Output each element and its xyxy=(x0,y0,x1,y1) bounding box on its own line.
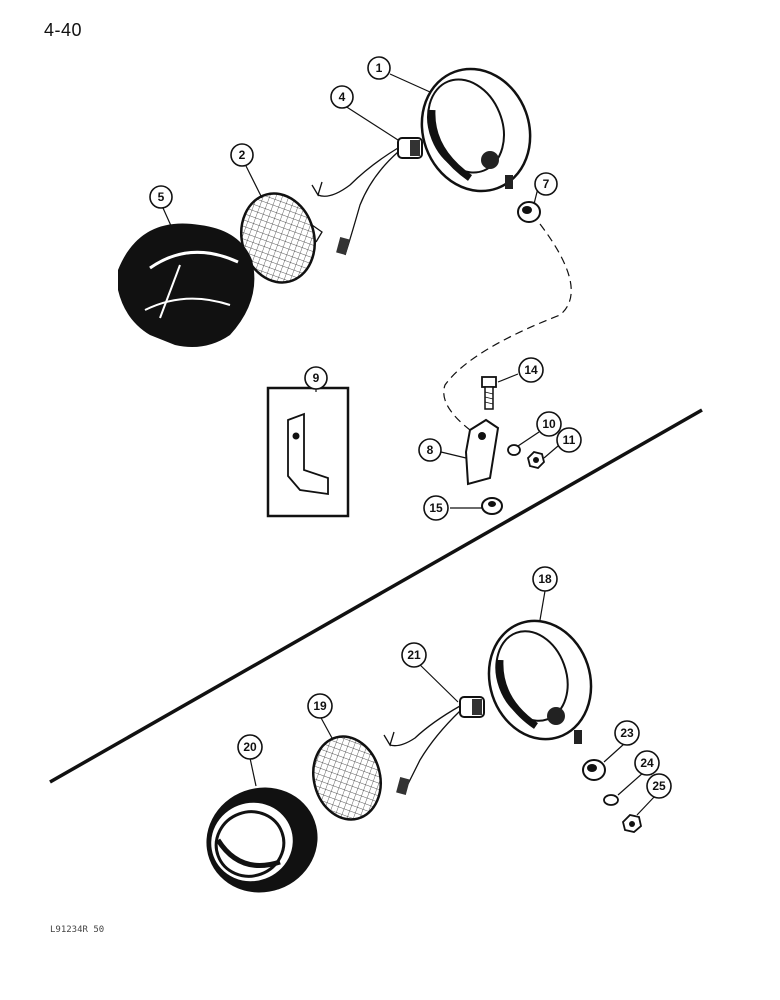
socket-wire-upper xyxy=(311,137,423,256)
callout-11: 11 xyxy=(556,427,582,453)
callout-25: 25 xyxy=(646,773,672,799)
bezel-upper xyxy=(118,223,255,348)
spacer-upper xyxy=(517,201,541,223)
callout-9: 9 xyxy=(304,366,328,390)
lens-lower xyxy=(312,735,382,821)
lockwasher-lower xyxy=(603,794,619,806)
svg-text:5: 5 xyxy=(158,190,165,204)
svg-text:25: 25 xyxy=(652,779,666,793)
dashed-leader xyxy=(443,223,572,431)
bolt xyxy=(481,376,497,410)
lamp-housing-upper xyxy=(420,67,532,193)
svg-text:19: 19 xyxy=(313,699,327,713)
svg-text:20: 20 xyxy=(243,740,257,754)
callout-4: 4 xyxy=(330,85,354,109)
svg-text:8: 8 xyxy=(427,443,434,457)
svg-text:21: 21 xyxy=(407,648,421,662)
svg-text:18: 18 xyxy=(538,572,552,586)
callout-15: 15 xyxy=(423,495,449,521)
callout-8: 8 xyxy=(418,438,442,462)
svg-text:4: 4 xyxy=(339,90,346,104)
figure-code: L91234R 50 xyxy=(50,925,105,935)
leader-lines xyxy=(162,73,656,816)
svg-text:1: 1 xyxy=(376,61,383,75)
callout-21: 21 xyxy=(401,642,427,668)
nut-lower xyxy=(622,814,642,833)
page-number: 4-40 xyxy=(44,20,83,40)
svg-text:2: 2 xyxy=(239,148,246,162)
callout-18: 18 xyxy=(532,566,558,592)
svg-text:10: 10 xyxy=(542,417,556,431)
callout-24: 24 xyxy=(634,750,660,776)
bracket xyxy=(464,418,500,486)
callout-20: 20 xyxy=(237,734,263,760)
callout-19: 19 xyxy=(307,693,333,719)
callout-23: 23 xyxy=(614,720,640,746)
svg-text:9: 9 xyxy=(313,371,320,385)
spacer-lower xyxy=(582,759,606,781)
callout-7: 7 xyxy=(534,172,558,196)
svg-text:24: 24 xyxy=(640,756,654,770)
svg-text:15: 15 xyxy=(429,501,443,515)
bezel-ring-lower xyxy=(206,787,318,893)
socket-wire-lower xyxy=(383,696,485,796)
callout-10: 10 xyxy=(536,411,562,437)
callout-2: 2 xyxy=(230,143,254,167)
svg-text:11: 11 xyxy=(563,433,576,447)
lamp-housing-lower xyxy=(487,619,593,744)
svg-text:23: 23 xyxy=(620,726,634,740)
svg-text:7: 7 xyxy=(543,177,550,191)
callout-5: 5 xyxy=(149,185,173,209)
callout-14: 14 xyxy=(518,357,544,383)
callout-1: 1 xyxy=(367,56,391,80)
grommet xyxy=(481,497,503,515)
lockwasher-upper xyxy=(507,444,521,456)
divider-line xyxy=(49,408,703,784)
svg-text:14: 14 xyxy=(524,363,538,377)
nut-upper xyxy=(527,451,545,469)
inset-bracket-box xyxy=(266,386,350,518)
